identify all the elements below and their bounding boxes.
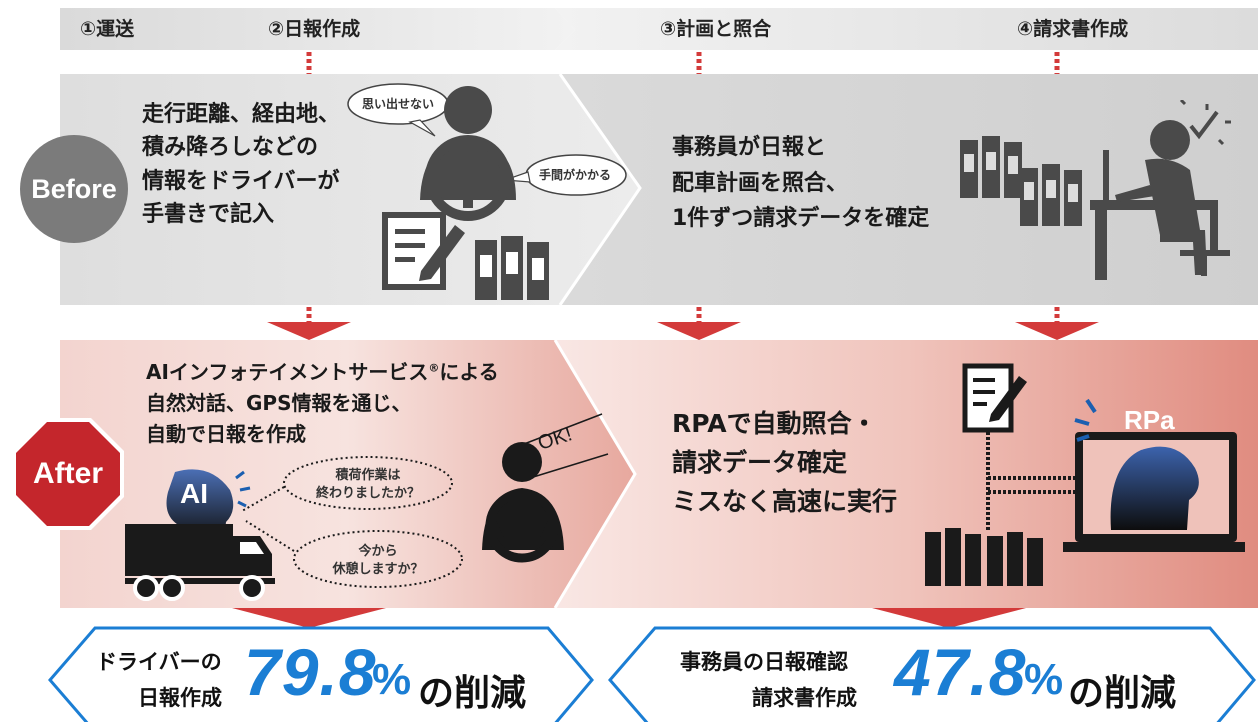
ai-bubble-take-break: 今から 休憩しますか？: [318, 543, 438, 578]
result-1-value: 79.8: [244, 635, 377, 709]
step-transport: ①運送: [80, 18, 135, 40]
ai-bubble-2-line-2: 休憩しますか？: [332, 561, 424, 577]
before-left-line-2: 積み降ろしなどの: [142, 135, 319, 161]
step-header-bar: [60, 8, 1258, 50]
before-left-line-3: 情報をドライバーが: [142, 168, 340, 194]
before-right-line-3: 1件ずつ請求データを確定: [672, 206, 930, 232]
after-right-line-3: ミスなく高速に実行: [672, 486, 898, 516]
after-left-title-main: AIインフォテイメントサービス: [146, 360, 429, 384]
ai-bubble-2-line-1: 今から: [358, 544, 398, 559]
before-right-line-2: 配車計画を照合、: [672, 170, 849, 196]
result-2-label-line-1: 事務員の日報確認: [680, 650, 848, 674]
registered-mark: ®: [428, 361, 440, 375]
after-left-line-2: 自動で日報を作成: [146, 422, 306, 446]
step-invoice: ④請求書作成: [1017, 18, 1129, 40]
result-2-suffix: の削減: [1068, 673, 1177, 714]
result-2-unit: %: [1024, 655, 1064, 704]
before-left-line-1: 走行距離、経由地、: [142, 102, 341, 127]
after-right-line-1: RPAで自動照合・: [672, 409, 877, 438]
ai-truck-illustration: [125, 469, 275, 601]
clerk-desk-illustration: [960, 100, 1231, 280]
ai-bubble-loading-done: 積荷作業は 終わりましたか？: [308, 467, 428, 502]
before-right-description: 事務員が日報と 配車計画を照合、 1件ずつ請求データを確定: [672, 130, 929, 237]
before-right-panel: [560, 74, 1258, 305]
before-bubble-cant-remember: 思い出せない: [361, 97, 434, 111]
before-right-line-1: 事務員が日報と: [672, 135, 827, 160]
after-badge-octagon: [12, 418, 124, 530]
after-right-description: RPAで自動照合・ 請求データ確定 ミスなく高速に実行: [672, 405, 897, 521]
after-left-description: AIインフォテイメントサービス®による 自然対話、GPS情報を通じ、 自動で日報…: [146, 357, 499, 450]
ai-dialogue-bubbles: [241, 456, 463, 588]
after-left-title-line: AIインフォテイメントサービス®による: [146, 357, 499, 388]
before-left-description: 走行距離、経由地、 積み降ろしなどの 情報をドライバーが 手書きで記入: [142, 98, 340, 232]
ai-bubble-1-line-1: 積荷作業は: [335, 468, 401, 483]
result-1-label-line-1: ドライバーの: [96, 650, 222, 674]
after-badge: After: [32, 457, 103, 490]
result-1-unit: %: [372, 655, 412, 704]
rpa-label: RPa: [1124, 405, 1175, 435]
step-daily-report: ②日報作成: [268, 18, 361, 40]
driver-illustration: [347, 83, 627, 300]
result-1-suffix: の削減: [418, 673, 527, 714]
result-2-label-line-2: 請求書作成: [752, 686, 857, 710]
ai-bubble-1-line-2: 終わりましたか？: [315, 485, 420, 501]
result-1-label-line-2: 日報作成: [138, 686, 222, 710]
after-left-title-end: による: [439, 360, 499, 384]
before-badge: Before: [20, 135, 128, 243]
ok-driver-illustration: [482, 413, 609, 563]
before-bubble-time-consuming: 手間がかかる: [538, 168, 611, 182]
after-left-line-1: 自然対話、GPS情報を通じ、: [146, 391, 412, 415]
before-left-line-4: 手書きで記入: [142, 202, 275, 228]
after-right-line-2: 請求データ確定: [672, 447, 848, 477]
step-plan-match: ③計画と照合: [660, 18, 772, 40]
result-2-value: 47.8: [894, 635, 1027, 709]
rpa-illustration: [925, 363, 1245, 586]
ai-label: AI: [180, 478, 208, 509]
